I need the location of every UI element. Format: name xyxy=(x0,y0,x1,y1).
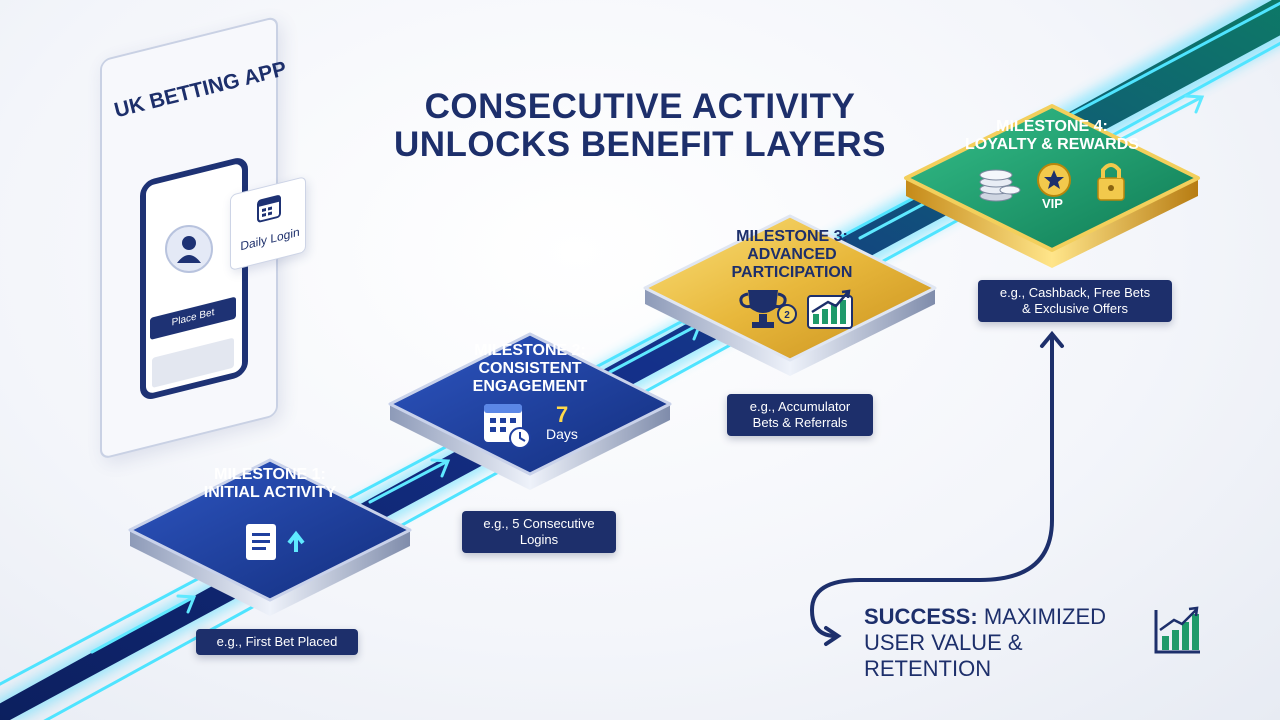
milestone-1-title: MILESTONE 1: INITIAL ACTIVITY xyxy=(180,466,360,502)
growth-chart-icon xyxy=(1154,606,1200,654)
milestone-1-title-line-2: INITIAL ACTIVITY xyxy=(203,484,337,501)
milestone-2-example: e.g., 5 Consecutive Logins xyxy=(462,511,616,553)
milestone-1-example-text: e.g., First Bet Placed xyxy=(216,634,338,649)
daily-login-label: Daily Login xyxy=(240,224,300,254)
milestone-2-title-line-2: CONSISTENT xyxy=(478,360,582,377)
milestone-2-title: MILESTONE 2: CONSISTENT ENGAGEMENT xyxy=(450,342,610,396)
milestone-2-example-line-1: e.g., 5 Consecutive xyxy=(483,516,595,531)
success-line-1: MAXIMIZED xyxy=(983,604,1107,629)
trophy-growth-icon: 2 xyxy=(739,289,853,329)
milestone-4-title-line-2: LOYALTY & REWARDS xyxy=(965,136,1139,153)
success-label: SUCCESS: xyxy=(864,604,978,629)
milestone-2-example-line-2: Logins xyxy=(519,532,559,547)
document-upload-icon xyxy=(246,524,305,560)
milestone-3-example-line-2: Bets & Referrals xyxy=(752,415,848,430)
milestone-4-example-line-2: & Exclusive Offers xyxy=(1022,301,1128,316)
milestone-3-tile xyxy=(643,214,937,376)
milestone-1-example: e.g., First Bet Placed xyxy=(196,629,358,655)
calendar-clock-icon xyxy=(484,404,531,449)
success-line-2: USER VALUE & RETENTION xyxy=(864,630,1023,681)
vip-label: VIP xyxy=(1042,196,1063,211)
svg-text:2: 2 xyxy=(784,310,790,321)
days-label: Days xyxy=(546,426,578,442)
calendar-icon xyxy=(257,195,281,223)
milestone-2-title-line-1: MILESTONE 2: xyxy=(474,342,586,359)
milestone-3-example: e.g., Accumulator Bets & Referrals xyxy=(727,394,873,436)
milestone-3-title-line-2: ADVANCED xyxy=(747,246,837,263)
title-line-1: CONSECUTIVE ACTIVITY xyxy=(424,87,856,126)
milestone-4-example-line-1: e.g., Cashback, Free Bets xyxy=(999,285,1151,300)
milestone-3-title-line-3: PARTICIPATION xyxy=(731,264,853,281)
milestone-3-title-line-1: MILESTONE 3: xyxy=(736,228,848,245)
milestone-4-title-line-1: MILESTONE 4: xyxy=(996,118,1108,135)
page-title: CONSECUTIVE ACTIVITY UNLOCKS BENEFIT LAY… xyxy=(360,88,920,164)
milestone-1-title-line-1: MILESTONE 1: xyxy=(214,466,326,483)
daily-login-card[interactable]: Daily Login xyxy=(230,176,306,271)
milestone-4-title: MILESTONE 4: LOYALTY & REWARDS xyxy=(962,118,1142,154)
success-arrow xyxy=(809,330,1064,646)
milestone-4-example: e.g., Cashback, Free Bets & Exclusive Of… xyxy=(978,280,1172,322)
user-avatar-icon xyxy=(165,225,213,273)
days-count: 7 xyxy=(556,402,569,427)
milestone-2-tile xyxy=(388,332,672,490)
milestone-3-example-line-1: e.g., Accumulator xyxy=(749,399,851,414)
milestone-2-title-line-3: ENGAGEMENT xyxy=(472,378,588,395)
milestone-3-title: MILESTONE 3: ADVANCED PARTICIPATION xyxy=(712,228,872,282)
title-line-2: UNLOCKS BENEFIT LAYERS xyxy=(394,125,886,164)
success-statement: SUCCESS: MAXIMIZED USER VALUE & RETENTIO… xyxy=(864,604,1144,682)
coins-vip-lock-icon xyxy=(979,163,1125,202)
